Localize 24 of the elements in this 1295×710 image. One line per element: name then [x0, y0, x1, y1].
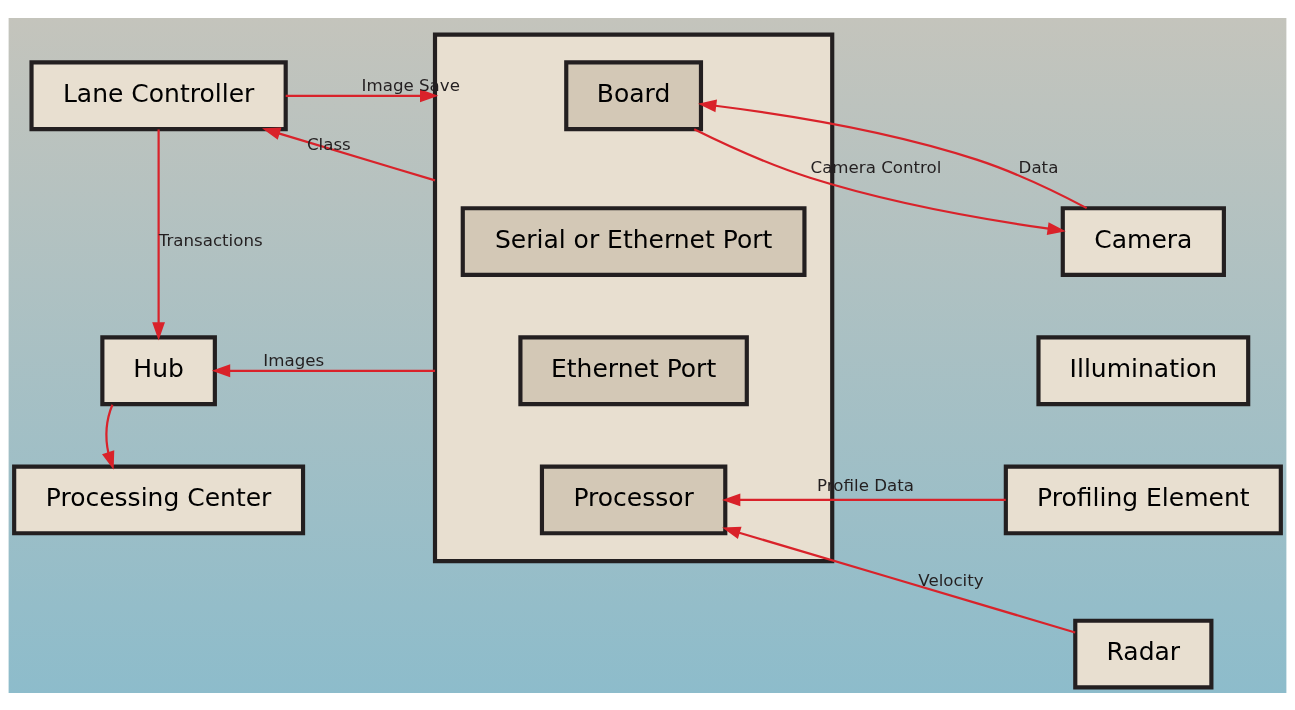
arrow	[285, 88, 439, 102]
arrow	[722, 526, 1076, 634]
node-box: Board	[564, 59, 704, 131]
edge-label: Data	[1018, 157, 1059, 177]
node-box: Illumination	[1036, 334, 1251, 406]
node-box: Processing Center	[12, 464, 306, 535]
node-box: Processor	[539, 464, 728, 535]
node-box: Ethernet Port	[518, 334, 749, 406]
node-box: Profiling Element	[1003, 464, 1283, 535]
node-box: Camera	[1060, 205, 1226, 277]
edge-label: Images	[263, 350, 325, 370]
arrow	[102, 403, 115, 470]
arrow	[693, 127, 1066, 235]
edge-label: Class	[306, 134, 351, 154]
arrow	[152, 128, 166, 340]
arrow	[262, 126, 436, 181]
arrow	[698, 99, 1088, 209]
arrow	[211, 363, 435, 377]
node-box: Serial or Ethernet Port	[460, 205, 807, 277]
node-box: Hub	[100, 334, 217, 406]
edge-label: Velocity	[918, 570, 984, 589]
node-box: Lane Controller	[29, 59, 288, 131]
node-box: Radar	[1073, 618, 1214, 690]
arrow	[721, 493, 1006, 506]
